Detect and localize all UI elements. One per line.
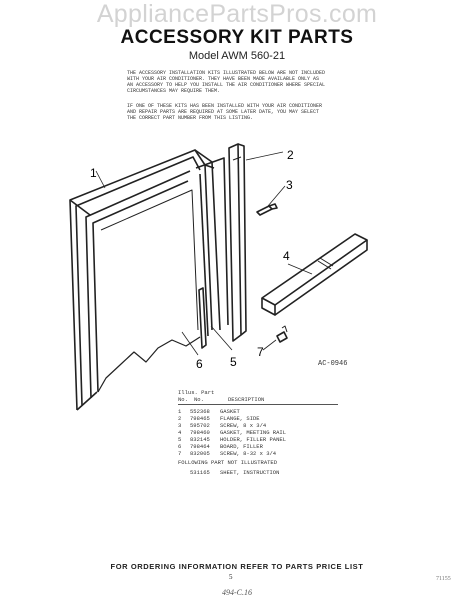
- table-rule: [178, 404, 338, 405]
- row-desc: SCREW, 8-32 x 3/4: [220, 450, 277, 457]
- table-row: 6 798464 BOARD, FILLER: [178, 443, 338, 450]
- gasket-frame-drawing: [69, 149, 221, 411]
- row-desc: HOLDER, FILLER PANEL: [220, 436, 287, 443]
- figure-code: AC-0946: [318, 360, 348, 368]
- meeting-rail-gasket-drawing: [261, 233, 368, 316]
- row-no: 3: [178, 422, 182, 429]
- row-no: 4: [178, 429, 182, 436]
- note-line: AND REPAIR PARTS ARE REQUIRED AT SOME LA…: [127, 109, 320, 115]
- row-part: 798464: [190, 443, 210, 450]
- row-no: 7: [178, 450, 182, 457]
- page-title: ACCESSORY KIT PARTS: [120, 27, 354, 48]
- row-no: 2: [178, 415, 182, 422]
- table-header-illus-part: Illus. Part: [178, 389, 215, 396]
- row-part: 832145: [190, 436, 210, 443]
- watermark: AppliancePartsPros.com: [96, 0, 378, 28]
- filler-holder-drawing: [198, 287, 207, 349]
- side-code: 71155: [436, 576, 451, 582]
- row-desc: SHEET, INSTRUCTION: [220, 469, 280, 476]
- row-desc: SCREW, 8 x 3/4: [220, 422, 267, 429]
- leader-lines: [95, 151, 313, 356]
- intro-line: WITH YOUR AIR CONDITIONER. THEY HAVE BEE…: [127, 76, 320, 82]
- row-desc: GASKET, MEETING RAIL: [220, 429, 287, 436]
- callout-5: 5: [230, 355, 237, 369]
- table-row: 2 798465 FLANGE, SIDE: [178, 415, 338, 422]
- callout-2: 2: [287, 148, 294, 162]
- side-flange-drawing: [228, 143, 247, 342]
- table-row: 531165 SHEET, INSTRUCTION: [178, 469, 338, 476]
- screw-drawing: [256, 203, 278, 216]
- callout-4: 4: [283, 249, 290, 263]
- row-part: 552368: [190, 408, 210, 415]
- row-no: 6: [178, 443, 182, 450]
- note-line: THE CORRECT PART NUMBER FROM THIS LISTIN…: [127, 115, 254, 121]
- callout-6: 6: [196, 357, 203, 371]
- intro-line: AN ACCESSORY TO HELP YOU INSTALL THE AIR…: [127, 82, 326, 88]
- callout-numbers: 1 2 3 4 5 6 7: [90, 148, 294, 371]
- row-part: 798460: [190, 429, 210, 436]
- row-desc: FLANGE, SIDE: [220, 415, 260, 422]
- col-header-no: No.: [178, 396, 188, 403]
- handwritten-note: 494-C.16: [222, 588, 252, 597]
- table-header-top: Illus. Part: [178, 389, 338, 396]
- intro-paragraph: THE ACCESSORY INSTALLATION KITS ILLUSTRA…: [127, 70, 359, 94]
- parts-table: Illus. Part No. No. DESCRIPTION 1 552368…: [178, 389, 338, 476]
- model-number: Model AWM 560-21: [188, 50, 286, 62]
- table-row: 3 595702 SCREW, 8 x 3/4: [178, 422, 338, 429]
- col-header-description: DESCRIPTION: [228, 396, 265, 403]
- col-header-part-no: No.: [194, 396, 204, 403]
- ordering-footer: FOR ORDERING INFORMATION REFER TO PARTS …: [110, 562, 364, 571]
- row-part: 595702: [190, 422, 210, 429]
- note-paragraph: IF ONE OF THESE KITS HAS BEEN INSTALLED …: [127, 103, 359, 121]
- not-illustrated-heading: FOLLOWING PART NOT ILLUSTRATED: [178, 459, 278, 466]
- table-header: No. No. DESCRIPTION: [178, 396, 338, 403]
- callout-1: 1: [90, 166, 97, 180]
- row-part: 798465: [190, 415, 210, 422]
- table-row: 5 832145 HOLDER, FILLER PANEL: [178, 436, 338, 443]
- filler-board-drawing: [97, 157, 229, 393]
- note-line: IF ONE OF THESE KITS HAS BEEN INSTALLED …: [127, 103, 323, 109]
- callout-3: 3: [286, 178, 293, 192]
- row-part: 531165: [190, 469, 210, 476]
- row-no: 1: [178, 408, 182, 415]
- intro-line: THE ACCESSORY INSTALLATION KITS ILLUSTRA…: [127, 70, 326, 76]
- callout-7: 7: [257, 345, 264, 359]
- table-row: 4 798460 GASKET, MEETING RAIL: [178, 429, 338, 436]
- page-number: 5: [229, 573, 233, 581]
- row-no: [178, 469, 190, 476]
- small-screw-drawing: [276, 325, 288, 343]
- row-no: 5: [178, 436, 182, 443]
- intro-line: CIRCUMSTANCES MAY REQUIRE THEM.: [127, 88, 221, 94]
- row-desc: BOARD, FILLER: [220, 443, 263, 450]
- row-part: 832005: [190, 450, 210, 457]
- table-row: 1 552368 GASKET: [178, 408, 338, 415]
- row-desc: GASKET: [220, 408, 240, 415]
- table-row: 7 832005 SCREW, 8-32 x 3/4: [178, 450, 338, 457]
